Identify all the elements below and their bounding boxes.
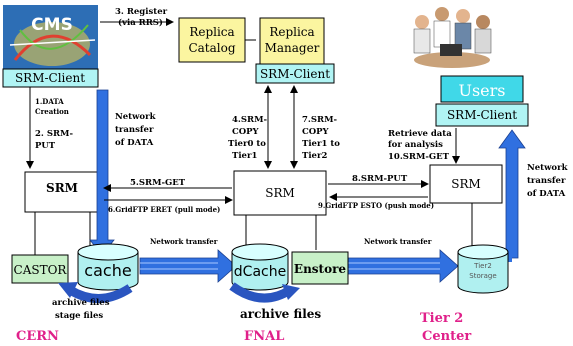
gridftp-eret-label: 6.GridFTP ERET (pull mode) (108, 205, 220, 214)
copy-tier0-3: Tier0 to (228, 139, 266, 149)
srm-put-line2: PUT (35, 141, 56, 151)
tier2-storage-line1: Tier2 (473, 262, 492, 270)
srm-cern-label: SRM (46, 181, 78, 195)
replica-manager-box (259, 17, 325, 65)
register-label-2: (via RRS) (118, 17, 163, 28)
net-transfer-cern-2: transfer (115, 125, 154, 135)
srm-tier2-box (429, 164, 503, 204)
retrieve-3: 10.SRM-GET (388, 152, 450, 162)
data-creation-line2: Creation (35, 107, 69, 116)
copy-tier1-4: Tier2 (302, 151, 327, 161)
net-transfer-tier2-2: transfer (527, 176, 566, 186)
location-fnal: FNAL (244, 329, 284, 344)
users-label: Users (458, 81, 505, 100)
srm-put-8-label: 8.SRM-PUT (352, 174, 408, 184)
fnal-tier2-transfer-arrow (347, 249, 459, 283)
fnal-archive-arrow (229, 282, 293, 303)
location-tier2-line1: Tier 2 (420, 311, 463, 326)
users-illustration (413, 7, 492, 68)
data-creation-line1: 1.DATA (35, 97, 64, 106)
location-tier2-line2: Center (422, 329, 471, 344)
castor-box (11, 254, 69, 284)
srm-fnal-label: SRM (265, 186, 295, 200)
retrieve-1: Retrieve data (388, 129, 452, 139)
tier2-up-transfer-arrow (498, 129, 526, 259)
srm-fnal-box (233, 170, 327, 216)
users-box (440, 75, 524, 103)
register-label-1: 3. Register (115, 7, 168, 17)
cache-cylinder (77, 243, 139, 291)
dcache-label: dCache (234, 264, 286, 280)
cms-srm-client-box (2, 68, 99, 88)
tier2-storage-line2: Storage (469, 272, 496, 280)
replica-manager-line2: Manager (265, 41, 320, 55)
copy-tier1-3: Tier1 to (302, 139, 340, 149)
copy-tier0-4: Tier1 (232, 151, 257, 161)
cms-logo-text: CMS (31, 15, 73, 35)
gridftp-esto-label: 9.GridFTP ESTO (push mode) (318, 201, 434, 210)
replica-manager-line1: Replica (269, 25, 314, 39)
replica-catalog-line2: Catalog (188, 41, 235, 55)
copy-tier0-2: COPY (232, 127, 260, 137)
users-srm-client-box (435, 103, 529, 127)
copy-tier1-2: COPY (302, 127, 330, 137)
cms-srm-client-label: SRM-Client (15, 71, 85, 85)
srm-put-line1: 2. SRM- (35, 129, 73, 139)
net-transfer-cern-1: Network (115, 112, 157, 122)
network-transfer-label-1: Network transfer (150, 237, 218, 246)
net-transfer-tier2-3: of DATA (527, 189, 566, 199)
location-cern: CERN (16, 329, 59, 344)
srm-get-5-label: 5.SRM-GET (130, 178, 186, 188)
copy-tier1-1: 7.SRM- (302, 115, 337, 125)
copy-tier0-1: 4.SRM- (232, 115, 267, 125)
net-transfer-cern-3: of DATA (115, 138, 154, 148)
srm-tier2-label: SRM (451, 177, 481, 191)
retrieve-2: for analysis (388, 140, 443, 150)
archive-files-cern: archive files (52, 298, 110, 308)
cache-label: cache (84, 261, 131, 280)
cern-archive-arrow (67, 284, 133, 303)
replica-catalog-line1: Replica (189, 25, 234, 39)
cms-logo: CMS (3, 5, 98, 69)
castor-label: CASTOR (14, 263, 68, 277)
enstore-box (291, 251, 349, 285)
net-transfer-tier2-1: Network (527, 163, 569, 173)
network-transfer-label-2: Network transfer (364, 237, 432, 246)
tier2-storage-cylinder (457, 244, 509, 294)
cern-fnal-transfer-arrow (139, 249, 237, 283)
rm-srm-client-box (255, 63, 335, 84)
archive-files-fnal: archive files (240, 307, 321, 321)
rm-srm-client-label: SRM-Client (260, 67, 330, 81)
enstore-label: Enstore (294, 262, 346, 276)
users-srm-client-label: SRM-Client (447, 108, 517, 122)
stage-files-cern: stage files (55, 311, 103, 321)
